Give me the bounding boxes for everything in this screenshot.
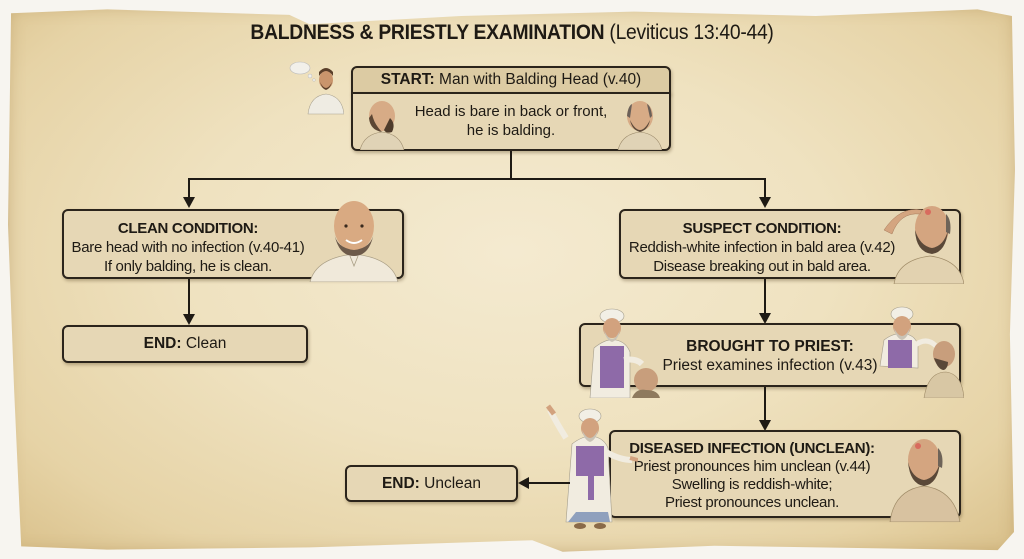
end-unclean-node: END: Unclean	[345, 465, 518, 502]
balding-man-back-icon	[360, 96, 406, 150]
suspect-condition-heading: SUSPECT CONDITION:	[682, 220, 842, 237]
connector-to-suspect	[764, 178, 766, 198]
arrow-to-end-clean-icon	[183, 314, 195, 325]
start-prefix: START:	[380, 71, 435, 88]
connector-clean-to-end	[188, 279, 190, 315]
brought-to-priest-heading: BROUGHT TO PRIEST:	[686, 338, 854, 355]
suspect-condition-node: SUSPECT CONDITION: Reddish-white infecti…	[619, 209, 961, 279]
brought-to-priest-line-1: Priest examines infection (v.43)	[662, 357, 878, 374]
page-title: BALDNESS & PRIESTLY EXAMINATION (Levitic…	[41, 21, 983, 45]
balding-man-front-icon	[616, 96, 662, 150]
connector-start-down	[510, 151, 512, 179]
priest-examining-man-icon	[878, 306, 964, 398]
thinking-man-icon	[286, 58, 344, 116]
end-clean-node: END: Clean	[62, 325, 308, 363]
arrow-to-priest-icon	[759, 313, 771, 324]
arrow-to-end-unclean-icon	[518, 477, 529, 489]
sad-unclean-man-icon	[888, 436, 962, 522]
suspect-condition-line-1: Reddish-white infection in bald area (v.…	[628, 239, 896, 256]
diseased-infection-line-3: Priest pronounces unclean.	[665, 494, 839, 511]
connector-priest-to-diseased	[764, 387, 766, 421]
end-unclean-prefix: END:	[381, 475, 420, 492]
end-clean-prefix: END:	[143, 335, 182, 352]
diseased-infection-line-1: Priest pronounces him unclean (v.44)	[633, 458, 871, 475]
connector-diseased-to-end	[528, 482, 570, 484]
start-label: Man with Balding Head (v.40)	[439, 71, 642, 88]
smiling-bald-man-icon	[306, 196, 402, 282]
start-line-1: Head is bare in back or front,	[414, 103, 608, 120]
diseased-infection-heading: DISEASED INFECTION (UNCLEAN):	[629, 440, 875, 457]
clean-condition-line-2: If only balding, he is clean.	[103, 258, 273, 275]
priest-examining-icon	[586, 308, 660, 398]
title-reference: (Leviticus 13:40-44)	[609, 21, 774, 44]
title-main: BALDNESS & PRIESTLY EXAMINATION	[250, 21, 605, 44]
connector-suspect-to-priest	[764, 279, 766, 314]
start-line-2: he is balding.	[466, 122, 556, 139]
priest-pronouncing-icon	[546, 404, 638, 530]
end-unclean-label: Unclean	[424, 475, 482, 492]
arrow-to-suspect-icon	[759, 197, 771, 208]
start-node-header: START: Man with Balding Head (v.40)	[351, 66, 671, 94]
clean-condition-line-1: Bare head with no infection (v.40-41)	[71, 239, 305, 256]
end-clean-label: Clean	[185, 335, 227, 352]
suspect-condition-line-2: Disease breaking out in bald area.	[653, 258, 871, 275]
man-pointing-at-head-icon	[880, 200, 964, 284]
start-node-body: Head is bare in back or front, he is bal…	[351, 92, 671, 151]
arrow-to-diseased-icon	[759, 420, 771, 431]
clean-condition-heading: CLEAN CONDITION:	[117, 220, 259, 237]
connector-to-clean	[188, 178, 190, 198]
arrow-to-clean-icon	[183, 197, 195, 208]
diseased-infection-line-2: Swelling is reddish-white;	[671, 476, 833, 493]
connector-branch-horizontal	[188, 178, 766, 180]
